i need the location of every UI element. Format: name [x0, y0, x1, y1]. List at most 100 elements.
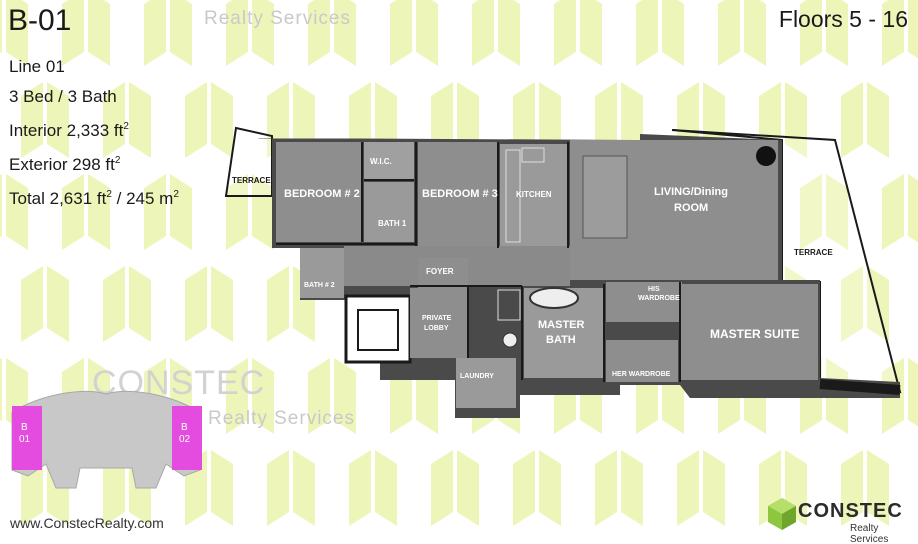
pattern-prism-face [841, 266, 863, 342]
pattern-prism-face [800, 0, 822, 66]
label-bedroom-2: BEDROOM # 2 [284, 188, 360, 200]
pattern-prism-face [662, 0, 684, 66]
column-marker [756, 146, 776, 166]
keyplan-unit-b01 [12, 406, 42, 470]
spec-beds-baths: 3 Bed / 3 Bath [9, 87, 117, 106]
pattern-prism-face [185, 266, 207, 342]
foyer-room [418, 258, 468, 288]
pattern-prism-face [293, 450, 315, 526]
pattern-prism-face [47, 82, 69, 158]
label-wic: W.I.C. [370, 157, 392, 166]
pattern-prism-face [144, 174, 166, 250]
pattern-prism-face [882, 174, 904, 250]
pattern-prism-face [513, 82, 535, 158]
pattern-prism-face [47, 266, 69, 342]
pattern-prism-face [129, 266, 151, 342]
terrace-left-area [224, 126, 273, 197]
pattern-prism-face [144, 0, 166, 66]
bedroom-3-room [418, 142, 498, 246]
label-laundry: LAUNDRY [460, 373, 494, 380]
label-bedroom-3: BEDROOM # 3 [422, 188, 498, 200]
pattern-prism-face [21, 82, 43, 158]
logo-mark-icon [768, 498, 796, 530]
pattern-prism-face [6, 0, 28, 66]
pattern-prism-face [252, 174, 274, 250]
logo-brand-text: CONSTEC [798, 500, 903, 522]
label-private-lobby-line1: PRIVATE [422, 315, 452, 322]
kitchen-stove [521, 147, 545, 163]
spec-line: Line 01 [9, 57, 65, 76]
label-kitchen: KITCHEN [516, 190, 552, 199]
pattern-prism-face [908, 0, 918, 59]
balcony-rail [819, 379, 901, 395]
pattern-prism-face [636, 0, 658, 66]
label-living-line1: LIVING/Dining [654, 186, 728, 198]
pattern-prism-face [62, 0, 84, 66]
pattern-prism-face [170, 0, 192, 66]
floor-plan: TERRACE BEDROOM # 2 W.I.C. BATH 1 BEDROO… [224, 126, 902, 418]
pattern-prism-face [185, 82, 207, 158]
pattern-prism-face [841, 450, 863, 526]
shower-stall [497, 289, 521, 321]
pattern-prism-face [457, 82, 479, 158]
pattern-prism-face [867, 450, 889, 526]
pattern-prism-face [882, 0, 904, 66]
pattern-prism-face [539, 450, 561, 526]
pattern-prism-face [226, 174, 248, 250]
kitchen-counter [505, 149, 521, 243]
pattern-prism-face [703, 450, 725, 526]
label-living-line2: ROOM [674, 202, 708, 214]
unit-specs: Line 01 3 Bed / 3 Bath Interior 2,333 ft… [9, 52, 179, 214]
pattern-prism-face [580, 0, 602, 66]
bath-2-room [300, 248, 344, 298]
bath-1-room [364, 182, 414, 242]
pattern-prism-face [211, 450, 233, 526]
keyplan-b02-line2: 02 [179, 434, 191, 445]
pattern-prism-face [554, 0, 576, 66]
label-bath-2: BATH # 2 [304, 282, 335, 289]
watermark-realty-services: Realty Services [208, 408, 355, 429]
pattern-prism-face [334, 358, 356, 434]
pattern-prism-face [252, 0, 274, 66]
label-her-wardrobe: HER WARDROBE [612, 371, 671, 378]
pattern-prism-face [595, 82, 617, 158]
pattern-prism-face [539, 82, 561, 158]
pattern-prism-face [88, 0, 110, 66]
pattern-prism-face [621, 450, 643, 526]
her-wardrobe-room [606, 340, 678, 382]
pattern-prism-face [21, 266, 43, 342]
label-foyer: FOYER [426, 267, 454, 276]
pattern-prism-face [744, 0, 766, 66]
pattern-prism-face [867, 82, 889, 158]
pattern-prism-face [226, 358, 248, 434]
pattern-prism-face [0, 358, 2, 422]
pattern-prism-face [252, 358, 274, 434]
his-wardrobe-room [606, 282, 682, 322]
website-link[interactable]: www.ConstecRealty.com [10, 515, 164, 531]
laundry-room [456, 358, 516, 408]
pattern-prism-face [498, 0, 520, 66]
pattern-prism-face [826, 174, 848, 250]
keyplan-b01-line2: 01 [19, 434, 31, 445]
keyplan-b02-line1: B [181, 422, 188, 433]
pattern-prism-face [431, 450, 453, 526]
pattern-prism-face [513, 450, 535, 526]
keyplan-b01-line1: B [21, 422, 28, 433]
pattern-prism-face [0, 0, 2, 54]
floors-range: Floors 5 - 16 [778, 6, 908, 32]
pattern-prism-face [170, 174, 192, 250]
bedroom-2-room [276, 142, 362, 242]
logo-sub-text: Realty Services [850, 523, 889, 544]
pattern-prism-face [621, 82, 643, 158]
pattern-prism-face [103, 82, 125, 158]
label-terrace-left: TERRACE [232, 176, 271, 185]
elevator-inner [357, 309, 399, 351]
pattern-prism-face [267, 450, 289, 526]
keyplan-unit-b02 [172, 406, 202, 470]
label-his-wardrobe-line1: HIS [648, 286, 660, 293]
pattern-prism-face [88, 174, 110, 250]
label-terrace-right: TERRACE [794, 248, 833, 257]
pattern-prism-face [103, 266, 125, 342]
label-private-lobby-line2: LOBBY [424, 325, 449, 332]
pattern-prism-face [62, 174, 84, 250]
